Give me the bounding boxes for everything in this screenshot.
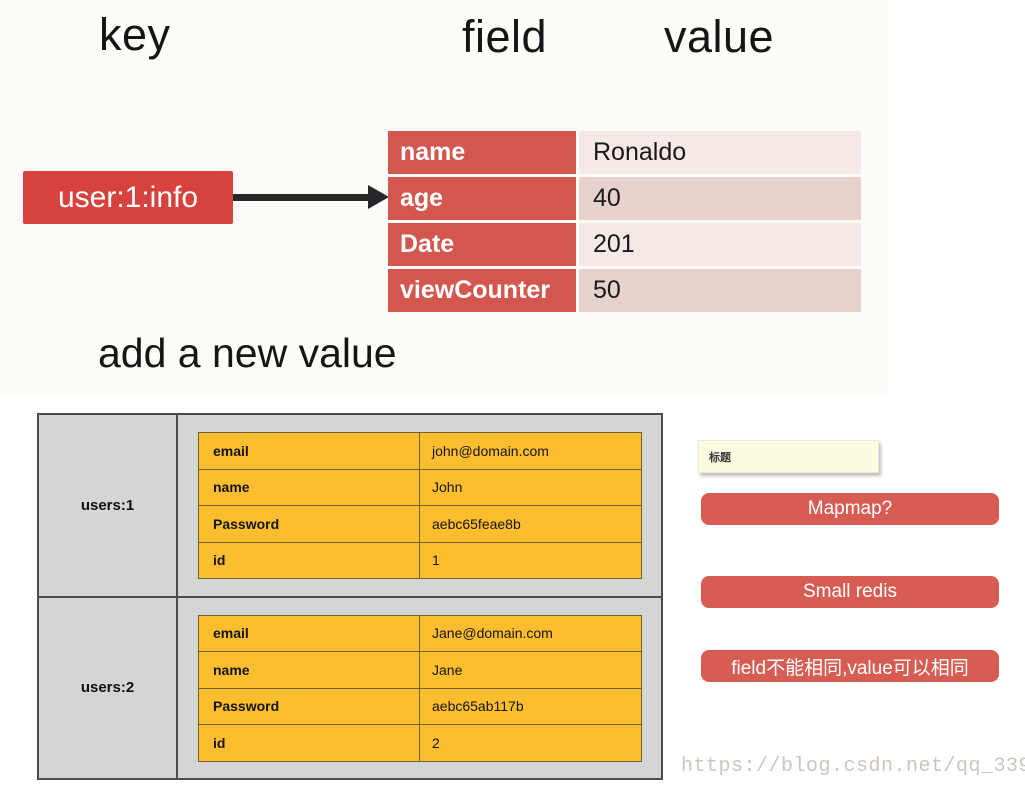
users-group-1: users:1 email john@domain.com name John … <box>39 415 661 598</box>
note-box: 标题 <box>698 440 879 473</box>
table-row: name Jane <box>199 652 641 689</box>
field-cell: Password <box>199 688 420 724</box>
note-label: 标题 <box>709 451 731 464</box>
field-cell: Date <box>388 223 576 266</box>
value-cell: 50 <box>579 269 861 312</box>
value-cell: aebc65ab117b <box>432 698 524 715</box>
field-cell: age <box>388 177 576 220</box>
field-cell: viewCounter <box>388 269 576 312</box>
value-cell: 1 <box>432 552 440 569</box>
table-row: Date 201 <box>388 223 861 266</box>
key-box: user:1:info <box>23 171 233 224</box>
table-row: Password aebc65ab117b <box>199 688 641 725</box>
table-row: email Jane@domain.com <box>199 615 641 652</box>
field-cell: Password <box>199 506 420 542</box>
value-column-label: value <box>664 11 775 62</box>
field-cell: id <box>199 542 420 578</box>
value-cell: john@domain.com <box>432 442 549 459</box>
annotation-button-small-redis: Small redis <box>701 576 999 608</box>
table-row: name John <box>199 469 641 506</box>
field-cell: email <box>199 615 420 651</box>
key-to-hash-arrow-icon <box>233 185 389 209</box>
table-row: id 1 <box>199 542 641 578</box>
annotation-button-mapmap: Mapmap? <box>701 493 999 525</box>
users-table: users:1 email john@domain.com name John … <box>37 413 663 780</box>
table-row: id 2 <box>199 725 641 761</box>
section-title: add a new value <box>98 330 397 376</box>
users-hash-table: email john@domain.com name John Password… <box>198 432 642 579</box>
field-cell: name <box>199 652 420 688</box>
table-row: viewCounter 50 <box>388 269 861 312</box>
field-cell: name <box>199 469 420 505</box>
value-cell: aebc65feae8b <box>432 515 521 532</box>
users-key-label: users:2 <box>39 597 178 778</box>
annotation-button-field-rule: field不能相同,value可以相同 <box>701 650 999 682</box>
value-cell: Jane <box>432 661 463 678</box>
value-cell: 2 <box>432 734 440 751</box>
field-cell: name <box>388 131 576 174</box>
value-cell: 40 <box>579 177 861 220</box>
field-cell: email <box>199 433 420 469</box>
table-row: email john@domain.com <box>199 433 641 470</box>
value-cell: 201 <box>579 223 861 266</box>
field-cell: id <box>199 725 420 761</box>
value-cell: John <box>432 479 463 496</box>
hash-table: name Ronaldo age 40 Date 201 viewCounter… <box>388 131 861 315</box>
users-hash-table: email Jane@domain.com name Jane Password… <box>198 614 642 762</box>
value-cell: Ronaldo <box>579 131 861 174</box>
table-row: Password aebc65feae8b <box>199 506 641 543</box>
watermark: https://blog.csdn.net/qq_33936481 <box>681 755 1025 778</box>
field-column-label: field <box>462 11 548 62</box>
key-column-label: key <box>99 9 171 60</box>
table-row: age 40 <box>388 177 861 220</box>
users-group-2: users:2 email Jane@domain.com name Jane … <box>39 597 661 778</box>
users-key-label: users:1 <box>39 415 178 596</box>
table-row: name Ronaldo <box>388 131 861 174</box>
value-cell: Jane@domain.com <box>432 625 553 642</box>
